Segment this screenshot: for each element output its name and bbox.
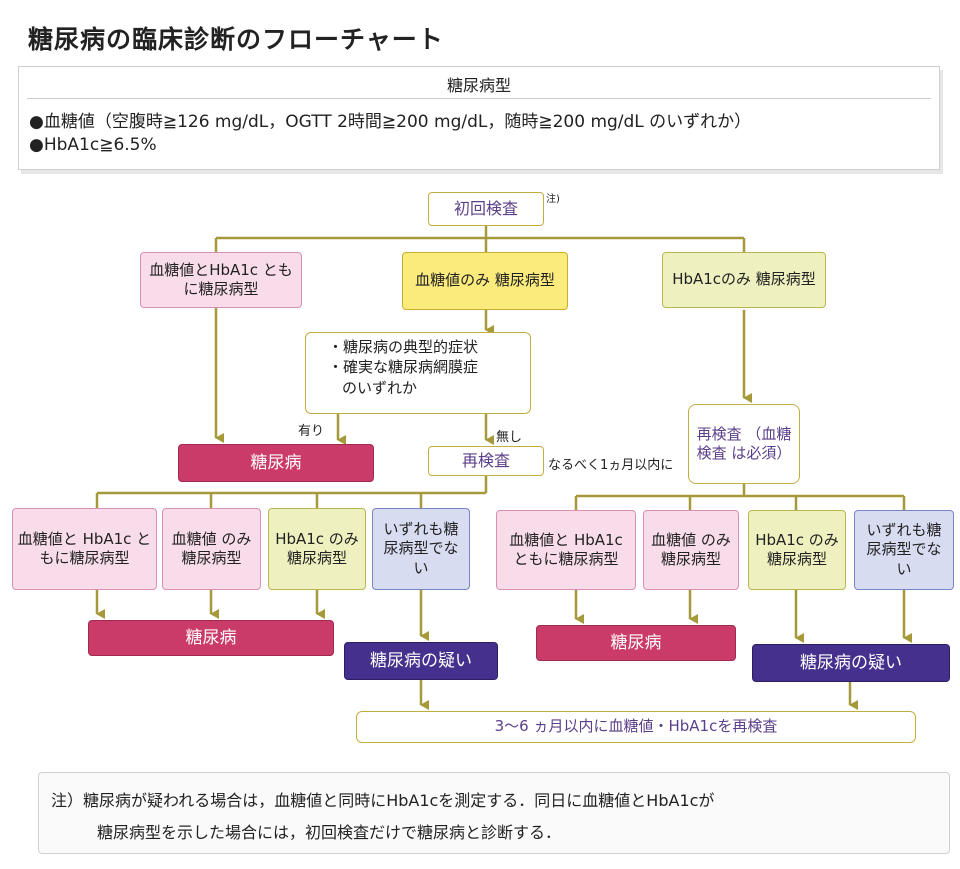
left-result-hba1c-only: HbA1c のみ 糖尿病型 [268,508,366,590]
right-result-both: 血糖値と HbA1c ともに糖尿病型 [496,510,636,590]
footnote-line-1: 注）糖尿病が疑われる場合は，血糖値と同時にHbA1cを測定する．同日に血糖値とH… [51,791,715,810]
right-result-glucose-only: 血糖値 のみ 糖尿病型 [643,510,739,590]
retest-glucose-required-box: 再検査 （血糖検査 は必須） [688,404,800,484]
right-diagnosis-diabetes: 糖尿病 [536,625,736,661]
branch-both-diabetic-type: 血糖値とHbA1c ともに糖尿病型 [140,252,302,308]
right-result-hba1c-only: HbA1c のみ 糖尿病型 [748,510,846,590]
left-diagnosis-suspected: 糖尿病の疑い [344,642,498,680]
left-result-both: 血糖値と HbA1c ともに糖尿病型 [12,508,157,590]
footnote-line-2: 糖尿病型を示した場合には，初回検査だけで糖尿病と診断する． [97,823,562,842]
branch-hba1c-only: HbA1cのみ 糖尿病型 [662,252,826,308]
footnote-panel: 注）糖尿病が疑われる場合は，血糖値と同時にHbA1cを測定する．同日に血糖値とH… [38,772,950,854]
label-yes: 有り [298,424,325,439]
followup-retest-box: 3～6 ヵ月以内に血糖値・HbA1cを再検査 [356,711,916,743]
symptom-retinopathy: ・確実な糖尿病網膜症 [328,358,479,377]
left-result-glucose-only: 血糖値 のみ 糖尿病型 [162,508,261,590]
left-diagnosis-diabetes: 糖尿病 [88,620,334,656]
diagnosis-diabetes-top: 糖尿病 [178,444,374,482]
left-result-neither: いずれも糖 尿病型でな い [372,508,470,590]
branch-glucose-only: 血糖値のみ 糖尿病型 [402,252,568,310]
label-no: 無し [496,430,523,445]
symptom-either: のいずれか [342,378,418,397]
symptom-typical: ・糖尿病の典型的症状 [328,338,479,356]
definition-divider [27,98,931,99]
definition-panel: 糖尿病型 ●血糖値（空腹時≧126 mg/dL，OGTT 2時間≧200 mg/… [18,66,940,170]
right-diagnosis-suspected: 糖尿病の疑い [752,644,950,682]
right-result-neither: いずれも糖 尿病型でな い [854,510,954,590]
initial-test-box: 初回検査 [428,192,544,226]
definition-heading: 糖尿病型 [446,76,511,95]
symptoms-box: ・糖尿病の典型的症状 ・確実な糖尿病網膜症 のいずれか [305,332,531,414]
definition-glucose-criteria: ●血糖値（空腹時≧126 mg/dL，OGTT 2時間≧200 mg/dL，随時… [29,112,752,132]
definition-hba1c-criteria: ●HbA1c≧6.5% [29,135,157,155]
page-title: 糖尿病の臨床診断のフローチャート [28,25,444,54]
retest-within-month-label: なるべく1ヵ月以内に [548,458,674,473]
initial-test-note-marker: 注) [546,194,560,205]
retest-box: 再検査 [428,446,544,476]
